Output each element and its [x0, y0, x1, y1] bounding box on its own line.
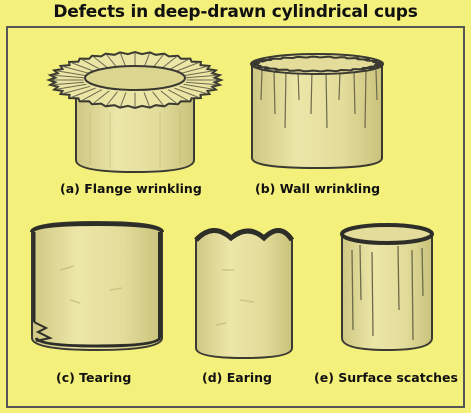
wall-wrinkle-line [325, 69, 328, 129]
cup-d-ears-rim [194, 228, 295, 242]
surface-scratch-line [351, 249, 354, 331]
flange-ridge-line [62, 85, 91, 95]
wall-wrinkle-line [297, 69, 300, 101]
flange-ridge-line [160, 56, 178, 70]
flange-ridge-line [56, 83, 87, 90]
wall-wrinkle-line [353, 69, 356, 115]
flange-ridge-line [70, 87, 96, 98]
flange-ridge-line [185, 74, 218, 79]
cup-surface-scratches [340, 223, 434, 352]
flange-ridge-line [70, 62, 96, 73]
cup-b-body [251, 63, 383, 170]
cup-tearing [30, 220, 164, 352]
cup-a-body [75, 91, 195, 174]
cup-a-inner-opening [84, 65, 186, 91]
flange-ridge-line [179, 85, 208, 95]
flange-ridge-line [92, 90, 110, 104]
cup-c-body [31, 220, 163, 352]
cup-flange-wrinkling [46, 50, 224, 174]
surface-scratch-line [411, 249, 414, 341]
wall-wrinkle-line [284, 69, 287, 129]
wall-wrinkle-line [260, 69, 263, 101]
flange-ridge-line [81, 89, 103, 102]
flange-ridge-line [56, 70, 87, 77]
cup-e-body [341, 233, 433, 352]
cup-c-bottom-edge [34, 336, 162, 348]
wall-wrinkle-line [273, 69, 276, 115]
cup-b-wavy-rim [250, 55, 384, 73]
cup-e-scratch-lines [351, 244, 424, 341]
caption-earing: (d) Earing [202, 370, 272, 385]
cup-c-tear-crack [33, 321, 53, 342]
caption-wall-wrinkling: (b) Wall wrinkling [255, 181, 381, 196]
cup-e-rim [340, 223, 434, 245]
cup-c-top-rim [30, 221, 164, 233]
flange-ridge-line [174, 87, 200, 98]
surface-scratch-line [371, 251, 374, 337]
cup-b-wall-wrinkles [260, 69, 378, 129]
flange-ridge-line [106, 91, 118, 106]
flange-ridge-line [52, 81, 85, 86]
cup-wall-wrinkling [250, 53, 384, 170]
flange-ridge-line [167, 89, 189, 102]
caption-surface-scratches: (e) Surface scatches [314, 370, 458, 385]
flange-ridge-line [174, 62, 200, 73]
flange-ridge-line [92, 56, 110, 70]
flange-ridge-line [179, 65, 208, 75]
cup-a-body-shading [89, 110, 181, 168]
flange-ridge-line [62, 65, 91, 75]
wall-wrinkle-line [364, 69, 367, 129]
surface-scratch-line [421, 247, 424, 297]
flange-ridge-line [120, 92, 127, 107]
surface-scratch-line [359, 244, 362, 301]
cup-d-surface-marks [215, 269, 255, 326]
surface-scratch-line [397, 245, 400, 311]
cup-d-body [195, 229, 293, 360]
diagram-frame [6, 26, 465, 408]
wall-wrinkle-line [338, 69, 341, 101]
diagram-title: Defects in deep-drawn cylindrical cups [53, 2, 418, 22]
flange-ridge-line [167, 58, 189, 71]
flange-ridge-line [160, 90, 178, 104]
flange-ridge-line [152, 91, 164, 106]
wall-wrinkle-line [375, 69, 378, 101]
flange-ridge-line [183, 83, 214, 90]
flange-ridge-line [52, 74, 85, 79]
flange-ridge-line [143, 92, 150, 107]
cup-earing [194, 228, 295, 360]
flange-ridge-line [185, 81, 218, 86]
flange-ridge-line [81, 58, 103, 71]
caption-flange-wrinkling: (a) Flange wrinkling [60, 181, 202, 196]
flange-ridge-line [183, 70, 214, 77]
caption-tearing: (c) Tearing [56, 370, 132, 385]
wall-wrinkle-line [310, 69, 313, 115]
cup-c-surface-marks [59, 265, 123, 304]
